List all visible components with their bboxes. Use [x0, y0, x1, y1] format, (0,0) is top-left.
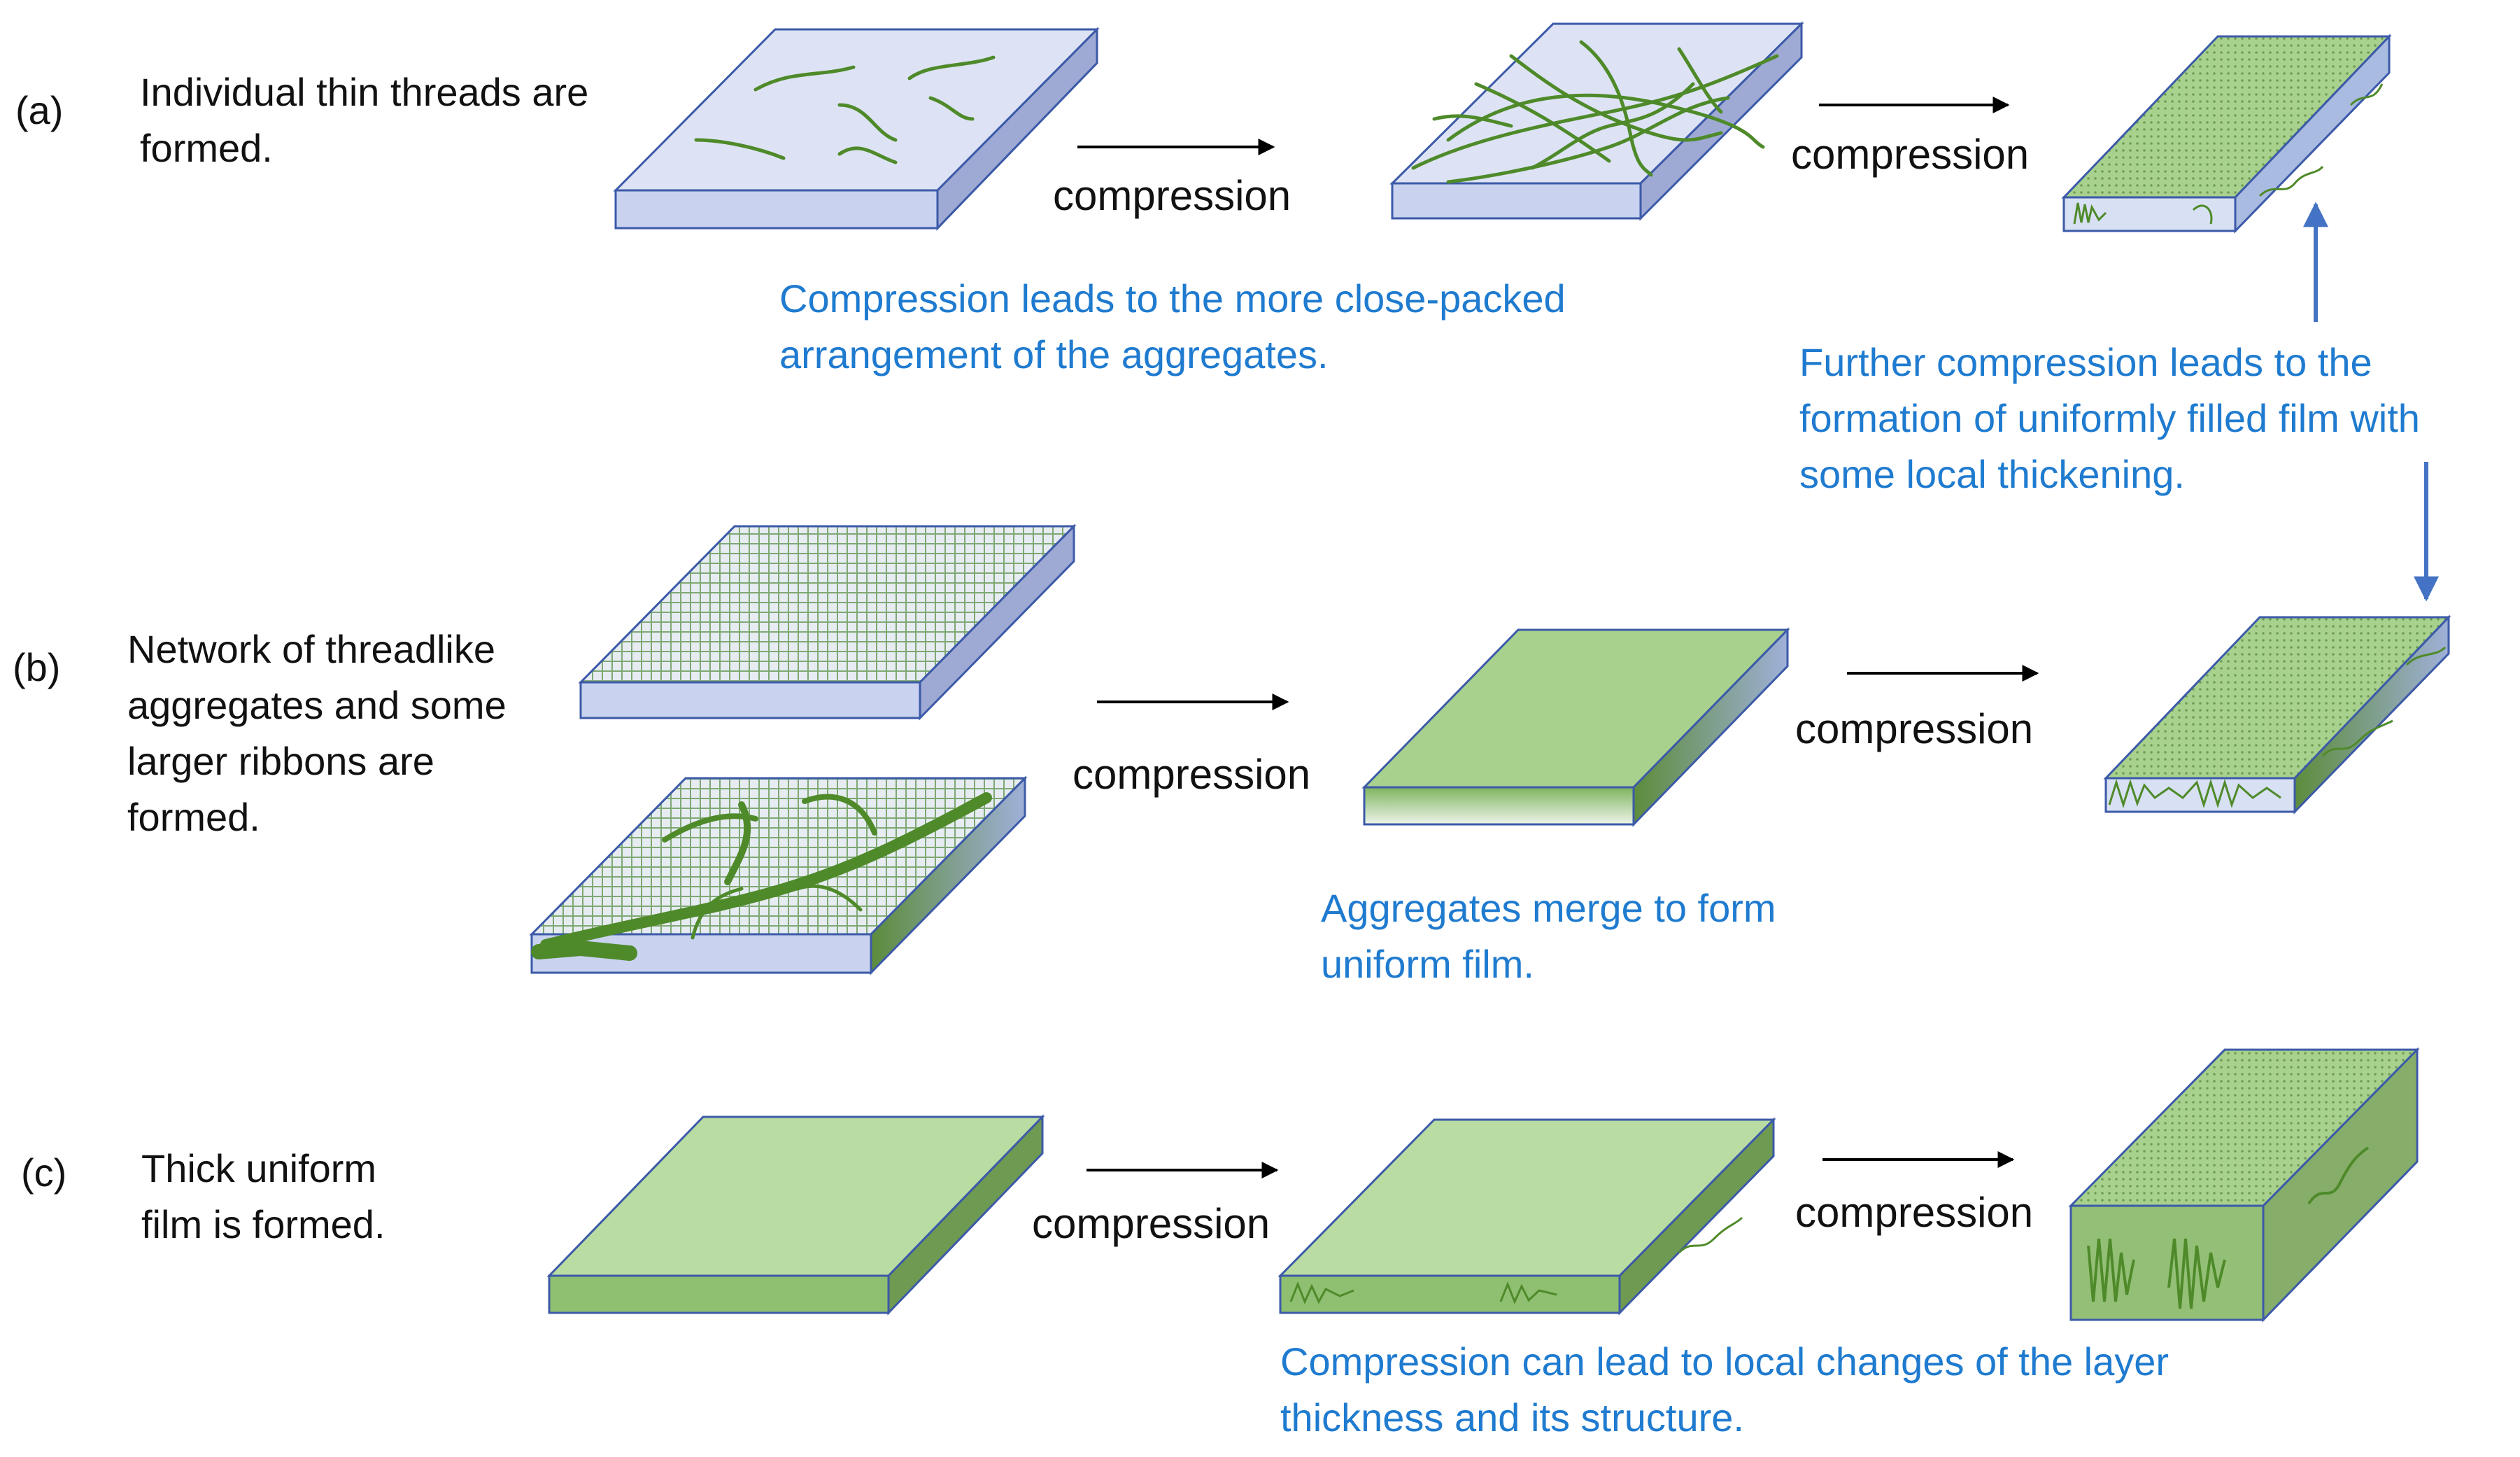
row-b-desc-line-3: larger ribbons are: [127, 739, 434, 783]
note-close-packed: Compression leads to the more close-pack…: [779, 271, 1566, 383]
slab-c1: [546, 1114, 1045, 1316]
wrinkles-c3: [2087, 1146, 2370, 1309]
row-c-desc-line-2: film is formed.: [141, 1202, 385, 1246]
note-merge: Aggregates merge to form uniform film.: [1321, 880, 1776, 992]
note-further-line-1: Further compression leads to the: [1799, 340, 2372, 384]
ribbons: [531, 792, 992, 961]
slab-b4: [2103, 614, 2451, 815]
local-thickening: [2073, 83, 2384, 225]
row-c-desc-line-1: Thick uniform: [141, 1146, 377, 1190]
note-close-packed-line-2: arrangement of the aggregates.: [779, 332, 1329, 376]
compression-label-c2: compression: [1795, 1189, 2034, 1236]
slab-a2: [1389, 21, 1804, 221]
row-a-desc-line-2: formed.: [140, 126, 273, 170]
note-merge-line-1: Aggregates merge to form: [1321, 886, 1776, 930]
local-thickening-b: [2108, 646, 2447, 809]
row-b-description: Network of threadlike aggregates and som…: [127, 621, 507, 845]
thin-threads: [694, 55, 996, 164]
row-c-description: Thick uniform film is formed.: [141, 1141, 385, 1253]
slab-b3: [1361, 627, 1790, 827]
slab-a1: [613, 27, 1100, 231]
note-further-line-3: some local thickening.: [1799, 452, 2185, 496]
row-a-desc-line-1: Individual thin threads are: [140, 70, 589, 114]
note-close-packed-line-1: Compression leads to the more close-pack…: [779, 276, 1566, 321]
compression-label-a2: compression: [1791, 131, 2030, 178]
dense-threads: [1411, 40, 1779, 184]
slab-b1: [578, 523, 1077, 721]
row-label-b: (b): [13, 645, 61, 689]
note-local-changes: Compression can lead to local changes of…: [1280, 1334, 2169, 1446]
row-a-description: Individual thin threads are formed.: [140, 64, 588, 176]
note-further-line-2: formation of uniformly filled film with: [1799, 396, 2420, 440]
row-b-desc-line-4: formed.: [127, 795, 260, 839]
compression-label-a1: compression: [1053, 172, 1291, 219]
slab-c2: [1277, 1117, 1776, 1316]
note-further-compression: Further compression leads to the formati…: [1799, 335, 2420, 502]
compression-label-b1: compression: [1073, 751, 1311, 798]
slab-c3: [2068, 1047, 2420, 1323]
slab-b2: [529, 775, 1028, 976]
compression-label-c1: compression: [1032, 1200, 1270, 1247]
note-merge-line-2: uniform film.: [1321, 942, 1534, 986]
note-local-changes-line-1: Compression can lead to local changes of…: [1280, 1339, 2169, 1384]
row-b-desc-line-2: aggregates and some: [127, 683, 507, 727]
wrinkles-c2: [1289, 1216, 1743, 1304]
note-local-changes-line-2: thickness and its structure.: [1280, 1395, 1744, 1440]
row-label-c: (c): [21, 1150, 67, 1195]
row-b-desc-line-1: Network of threadlike: [127, 627, 496, 671]
compression-label-b2: compression: [1795, 705, 2034, 752]
row-label-a: (a): [15, 88, 64, 132]
slab-a3: [2061, 34, 2392, 234]
